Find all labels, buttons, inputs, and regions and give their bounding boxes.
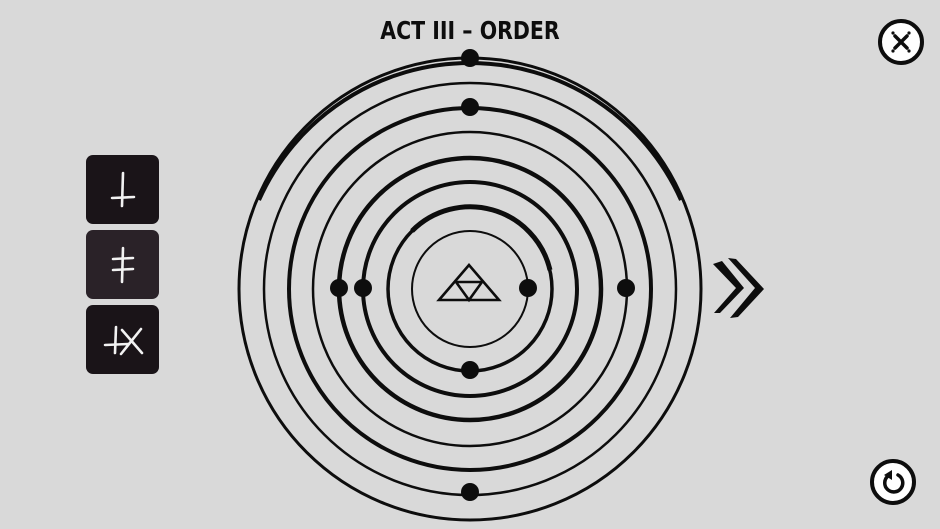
ring-node[interactable] xyxy=(330,279,348,297)
ring-node[interactable] xyxy=(461,483,479,501)
ring-8[interactable] xyxy=(411,230,529,348)
cross-x-rune-icon xyxy=(103,325,144,356)
close-button[interactable] xyxy=(878,19,924,65)
ring-node[interactable] xyxy=(519,279,537,297)
ring-node[interactable] xyxy=(461,49,479,67)
double-chevron-right-icon xyxy=(713,258,764,318)
ring-2[interactable] xyxy=(262,81,678,497)
ring-node[interactable] xyxy=(461,361,479,379)
double-bar-rune-icon xyxy=(111,246,135,284)
undo-icon xyxy=(883,470,905,494)
rune-button-inverted-cross[interactable] xyxy=(86,155,159,224)
level-title: ACT III – ORDER xyxy=(380,16,560,45)
next-button[interactable] xyxy=(708,255,770,323)
rune-button-cross-x[interactable] xyxy=(86,305,159,374)
ring-node[interactable] xyxy=(617,279,635,297)
ring-7-thick-arc xyxy=(410,204,553,271)
ring-node[interactable] xyxy=(461,98,479,116)
ring-5[interactable] xyxy=(336,155,604,423)
rune-panel xyxy=(86,155,159,380)
triforce-triangle-icon xyxy=(436,263,502,303)
inverted-cross-rune-icon xyxy=(110,171,136,208)
rune-button-double-bar[interactable] xyxy=(86,230,159,299)
close-icon xyxy=(891,31,911,53)
ring-node[interactable] xyxy=(354,279,372,297)
reset-button[interactable] xyxy=(870,459,916,505)
